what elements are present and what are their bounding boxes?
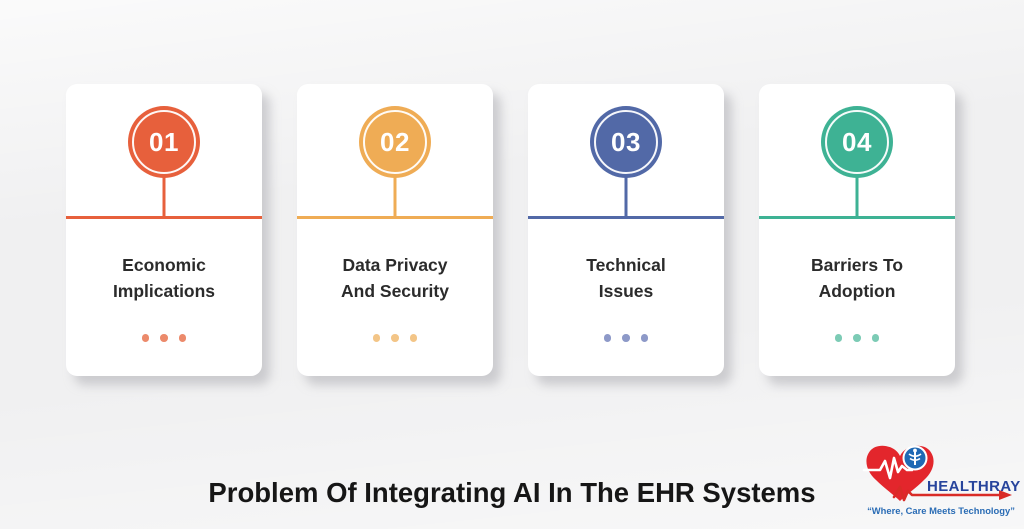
card-title: Data Privacy And Security [297,252,493,304]
card-divider [66,216,262,219]
card-title: Technical Issues [528,252,724,304]
step-number: 01 [149,126,179,157]
dot [622,334,630,342]
brand-tagline: “Where, Care Meets Technology” [867,505,1015,516]
step-number: 04 [842,126,872,157]
healthray-logo: HEALTHRAY “Where, Care Meets Technology” [860,440,1022,528]
dot [834,334,843,342]
connector-stem [393,177,397,218]
dot [640,334,649,342]
card-barriers-to-adoption: 04 Barriers To Adoption [759,84,955,376]
brand-name: HEALTHRAY [927,478,1021,495]
arrow-icon [892,485,1012,502]
ellipsis-dots [66,334,262,342]
page-title: Problem Of Integrating AI In The EHR Sys… [208,477,816,508]
dot [391,334,399,342]
step-number-badge: 03 [590,106,662,178]
card-title-line: Economic [122,255,206,275]
dot [603,334,612,342]
card-title-line: And Security [341,281,449,301]
ellipsis-dots [297,334,493,342]
step-number: 02 [380,126,410,157]
card-title-line: Issues [598,281,654,301]
caduceus-icon [902,445,928,471]
dot [372,334,381,342]
card-divider [297,216,493,219]
step-number: 03 [611,126,641,157]
step-number-badge: 02 [359,106,431,178]
card-divider [759,216,955,219]
card-economic-implications: 01 Economic Implications [66,84,262,376]
card-title: Barriers To Adoption [759,252,955,304]
card-title-line: Barriers To [810,255,904,275]
connector-stem [162,177,166,218]
card-title-line: Adoption [818,281,896,301]
card-title-line: Data Privacy [342,255,448,275]
card-divider [528,216,724,219]
connector-stem [855,177,859,218]
ellipsis-dots [759,334,955,342]
ecg-line-icon [862,456,914,480]
step-number-badge: 04 [821,106,893,178]
ellipsis-dots [528,334,724,342]
card-data-privacy-and-security: 02 Data Privacy And Security [297,84,493,376]
dot [871,334,880,342]
dot [178,334,187,342]
card-technical-issues: 03 Technical Issues [528,84,724,376]
dot [160,334,168,342]
dot [853,334,861,342]
step-number-badge: 01 [128,106,200,178]
card-title-line: Technical [586,255,666,275]
dot [409,334,418,342]
card-title-line: Implications [112,281,216,301]
dot [141,334,150,342]
card-title: Economic Implications [66,252,262,304]
connector-stem [624,177,628,218]
